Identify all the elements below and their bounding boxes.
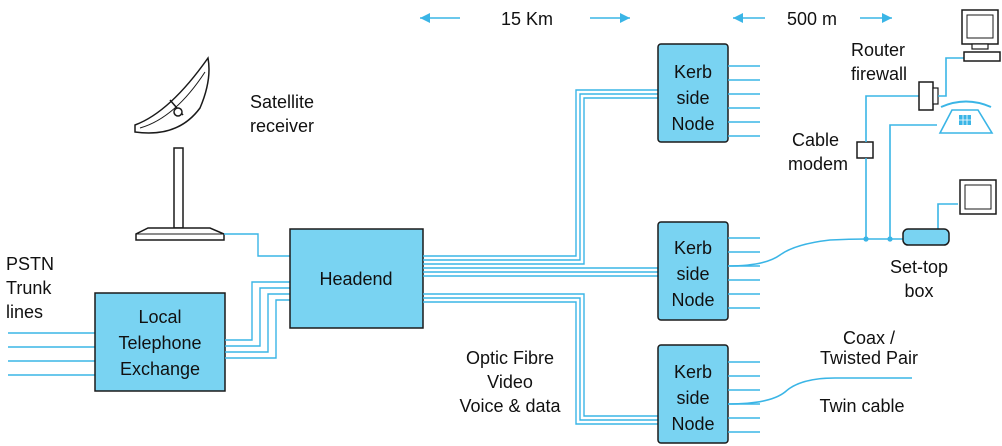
exchange-label-line3: Exchange	[120, 359, 200, 379]
kerb-node-label-line1: Kerb	[674, 362, 712, 382]
satellite-link	[224, 233, 290, 257]
arrow-right-icon	[590, 13, 630, 23]
settop-label-line1: Set-top	[890, 257, 948, 277]
kerb-node-top-outputs	[728, 65, 760, 137]
coax-label-line1: Coax /	[843, 328, 895, 348]
television-icon	[959, 179, 997, 215]
telephone-icon	[938, 100, 994, 134]
coax-label-line2: Twisted Pair	[820, 348, 918, 368]
kerb-node-label-line3: Node	[671, 290, 714, 310]
computer-icon	[961, 9, 1001, 62]
optic-fibre-label-line2: Video	[487, 372, 533, 392]
pstn-trunk-lines	[8, 332, 95, 376]
pstn-label-line1: PSTN	[6, 254, 54, 274]
kerb-node-label-line2: side	[676, 264, 709, 284]
twin-cable-label: Twin cable	[819, 396, 904, 416]
fibre-to-bottom-node	[423, 293, 658, 425]
cable-modem-label-line1: Cable	[792, 130, 839, 150]
pstn-label-line2: Trunk	[6, 278, 52, 298]
kerb-node-middle-outputs	[728, 237, 760, 309]
settop-label-line2: box	[904, 281, 933, 301]
kerb-node-bottom: Kerb side Node	[657, 344, 729, 444]
kerb-node-label-line2: side	[676, 88, 709, 108]
kerb-node-bottom-outputs	[728, 361, 760, 433]
router-label-line1: Router	[851, 40, 905, 60]
tv-link	[937, 203, 958, 230]
cable-modem-label-line2: modem	[788, 154, 848, 174]
optic-fibre-label-line3: Voice & data	[459, 396, 561, 416]
fibre-to-top-node	[423, 89, 658, 265]
satellite-dish-icon	[134, 56, 225, 241]
pstn-label-line3: lines	[6, 302, 43, 322]
distance-label-500m: 500 m	[787, 9, 837, 29]
cable-modem	[856, 141, 874, 159]
router-computer-link	[938, 57, 965, 97]
kerb-node-label-line1: Kerb	[674, 62, 712, 82]
router-label-line2: firewall	[851, 64, 907, 84]
modem-router-link	[865, 95, 919, 142]
headend	[289, 228, 424, 329]
router-firewall	[918, 81, 939, 111]
kerb-node-label-line2: side	[676, 388, 709, 408]
kerb-node-label-line3: Node	[671, 114, 714, 134]
optic-fibre-label-line1: Optic Fibre	[466, 348, 554, 368]
arrow-left-icon	[420, 13, 460, 23]
exchange-label-line2: Telephone	[118, 333, 201, 353]
exchange-label-line1: Local	[138, 307, 181, 327]
distance-indicator-500m: 500 m	[733, 9, 892, 29]
satellite-label-line2: receiver	[250, 116, 314, 136]
distance-indicator-15km: 15 Km	[420, 9, 630, 29]
kerb-node-top: Kerb side Node	[657, 43, 729, 143]
headend-label: Headend	[319, 269, 392, 289]
twin-cable	[727, 377, 912, 405]
fibre-to-middle-node	[423, 267, 658, 277]
exchange-headend-links	[225, 281, 290, 359]
phone-link	[889, 124, 937, 239]
satellite-label-line1: Satellite	[250, 92, 314, 112]
local-telephone-exchange	[94, 292, 226, 392]
kerb-node-label-line3: Node	[671, 414, 714, 434]
set-top-box	[902, 228, 950, 246]
arrow-left-icon	[733, 13, 765, 23]
arrow-right-icon	[860, 13, 892, 23]
kerb-node-middle: Kerb side Node	[657, 221, 729, 321]
drop-cable	[727, 238, 867, 267]
distance-label-15km: 15 Km	[501, 9, 553, 29]
kerb-node-label-line1: Kerb	[674, 238, 712, 258]
